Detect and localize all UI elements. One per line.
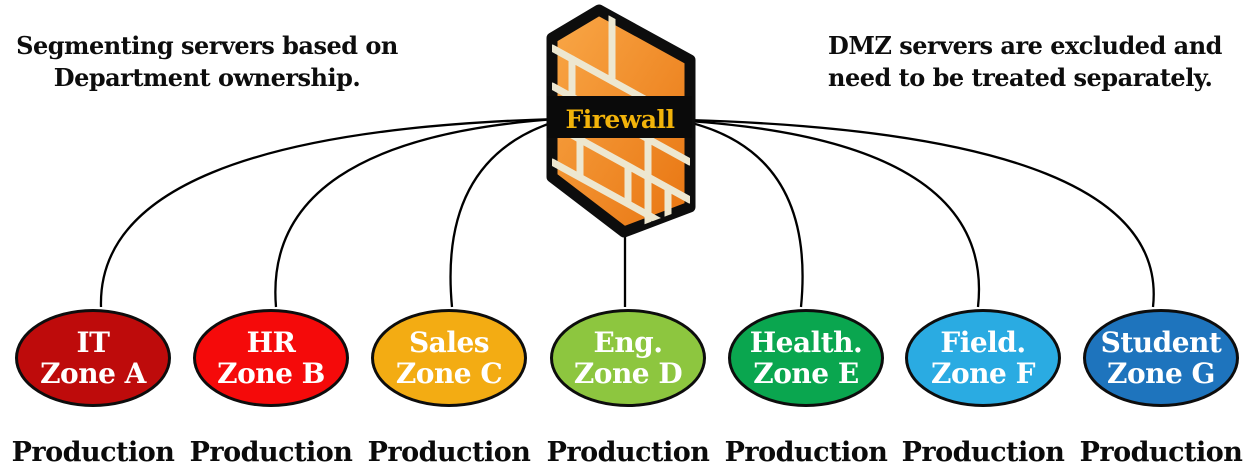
zone-e-dept: Health.	[749, 326, 863, 359]
production-label-c: Production	[367, 437, 531, 468]
zone-ellipse-f: Field. Zone F	[905, 309, 1061, 407]
zone-ellipse-g: Student Zone G	[1083, 309, 1239, 407]
zone-ellipse-e: Health. Zone E	[728, 309, 884, 407]
connector-lines	[99, 117, 1155, 308]
zone-d-dept: Eng.	[593, 326, 663, 359]
production-label-f: Production	[901, 437, 1065, 468]
note-dmz-line2: need to be treated separately.	[828, 63, 1213, 92]
zone-ellipse-a: IT Zone A	[15, 309, 171, 407]
firewall-label: Firewall	[565, 105, 674, 134]
production-label-g: Production	[1079, 437, 1243, 468]
zone-g-label: Zone G	[1107, 357, 1215, 390]
firewall-label-band	[547, 96, 692, 138]
connector-zone-b	[274, 117, 557, 308]
zone-b-label: Zone B	[217, 357, 325, 390]
zone-ellipse-b: HR Zone B	[193, 309, 349, 407]
zone-f-label: Zone F	[931, 357, 1035, 390]
note-segmentation: Segmenting servers based on Department o…	[5, 30, 409, 94]
zone-f-dept: Field.	[940, 326, 1026, 359]
production-label-d: Production	[546, 437, 710, 468]
zone-ellipse-d: Eng. Zone D	[550, 309, 706, 407]
connector-zone-g	[687, 118, 1155, 308]
zone-e-label: Zone E	[753, 357, 859, 390]
production-label-a: Production	[11, 437, 175, 468]
note-dmz: DMZ servers are excluded and need to be …	[828, 30, 1238, 94]
zone-c-label: Zone C	[395, 357, 503, 390]
connector-zone-f	[687, 119, 981, 308]
zone-d-label: Zone D	[573, 357, 683, 390]
note-segmentation-line2: Department ownership.	[53, 63, 361, 92]
note-segmentation-line1: Segmenting servers based on	[16, 31, 398, 60]
firewall-icon: Firewall	[546, 4, 696, 238]
connector-zone-a	[99, 117, 557, 308]
production-label-b: Production	[189, 437, 353, 468]
zone-a-label: Zone A	[40, 357, 146, 390]
zone-c-dept: Sales	[408, 326, 490, 359]
connector-zone-c	[449, 119, 558, 308]
zone-g-dept: Student	[1100, 326, 1222, 359]
note-dmz-line1: DMZ servers are excluded and	[828, 31, 1222, 60]
production-label-e: Production	[724, 437, 888, 468]
zone-a-dept: IT	[76, 326, 110, 359]
zone-b-dept: HR	[246, 326, 296, 359]
zone-ellipse-c: Sales Zone C	[371, 309, 527, 407]
connector-zone-e	[687, 120, 804, 308]
